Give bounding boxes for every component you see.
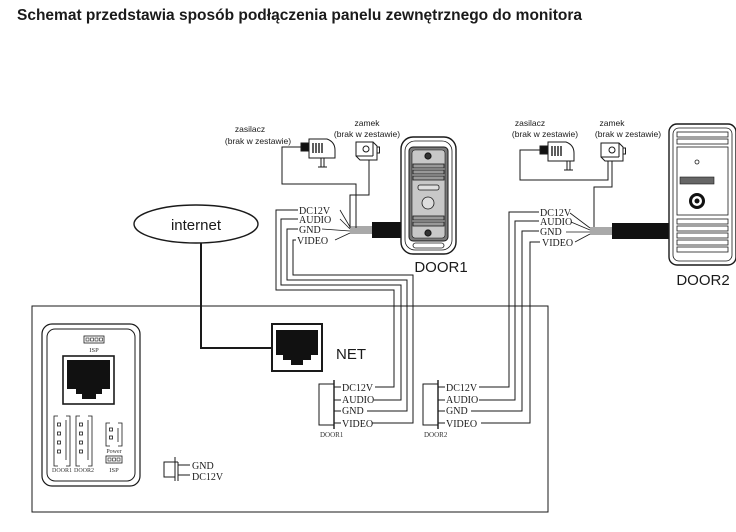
door1-group: zasilacz (brak w zestawie) zamek (brak w… [225, 118, 468, 424]
isp-bottom-label: ISP [109, 467, 119, 474]
door2-header-label: DOOR2 [74, 468, 94, 474]
door1-header-label: DOOR1 [52, 468, 72, 474]
power-label: Power [106, 449, 121, 455]
door1-pin-audio: AUDIO [342, 395, 374, 406]
net-port: NET [271, 323, 366, 372]
door2-panel-label: DOOR2 [676, 272, 729, 289]
monitor-door1-connector: DC12V AUDIO GND VIDEO DOOR1 [318, 380, 374, 439]
internet-label: internet [171, 217, 222, 234]
door2-wire-audio: AUDIO [540, 217, 572, 228]
door1-cable [372, 222, 402, 238]
door2-outdoor-panel: DOOR2 [668, 123, 736, 289]
door2-wire-gnd: GND [540, 227, 562, 238]
door1-pin-video: VIDEO [342, 419, 373, 430]
monitor-door2-connector: DC12V AUDIO GND VIDEO DOOR2 [422, 380, 478, 439]
door2-wire-video: VIDEO [542, 238, 573, 249]
door2-header [75, 415, 93, 467]
door2-group: zasilacz (brak w zestawie) zamek (brak w… [471, 118, 736, 424]
door2-cable [612, 223, 670, 239]
internet-cloud: internet [133, 204, 259, 244]
monitor-power-connector: GND DC12V [163, 457, 224, 483]
door2-pin-gnd: GND [446, 406, 468, 417]
door2-psu-label-1: zasilacz [515, 118, 545, 128]
monitor-outline [31, 305, 549, 513]
power-header [105, 422, 123, 447]
door1-lock-label-1: zamek [354, 118, 380, 128]
net-label: NET [336, 346, 366, 363]
door2-pin-audio: AUDIO [446, 395, 478, 406]
door1-wire-audio: AUDIO [299, 215, 331, 226]
door1-power-supply-icon [300, 138, 336, 168]
door1-pin-dc12v: DC12V [342, 383, 374, 394]
diagram-title: Schemat przedstawia sposób podłączenia p… [17, 7, 582, 24]
door2-psu-label-2: (brak w zestawie) [512, 129, 578, 139]
door2-wire-dc12v: DC12V [540, 208, 572, 219]
door1-psu-label-1: zasilacz [235, 124, 265, 134]
door1-psu-label-2: (brak w zestawie) [225, 136, 291, 146]
rj45-port [62, 355, 115, 405]
door1-pin-gnd: GND [342, 406, 364, 417]
power-pin-gnd: GND [192, 461, 214, 472]
door2-pin-dc12v: DC12V [446, 383, 478, 394]
door1-lock-icon [355, 141, 380, 161]
door2-pin-video: VIDEO [446, 419, 477, 430]
door2-power-supply-icon [539, 141, 575, 171]
isp-top-label: ISP [89, 347, 99, 354]
internet-cable [200, 243, 272, 349]
door1-connector-label: DOOR1 [320, 431, 344, 439]
monitor-back-panel: ISP Power [41, 323, 141, 487]
door2-connector-label: DOOR2 [424, 431, 448, 439]
door2-lock-label-2: (brak w zestawie) [595, 129, 661, 139]
door1-panel-label: DOOR1 [414, 259, 467, 276]
power-pin-dc12v: DC12V [192, 472, 224, 483]
isp-header-bottom [105, 455, 123, 464]
isp-header-top [83, 335, 105, 344]
door2-lock-label-1: zamek [599, 118, 625, 128]
door1-wire-gnd: GND [299, 225, 321, 236]
door2-lock-icon [600, 142, 626, 162]
door1-header [53, 415, 71, 467]
door1-outdoor-panel: DOOR1 [400, 136, 468, 276]
door1-lock-label-2: (brak w zestawie) [334, 129, 400, 139]
door1-wire-video: VIDEO [297, 236, 328, 247]
door1-wire-dc12v: DC12V [299, 206, 331, 217]
